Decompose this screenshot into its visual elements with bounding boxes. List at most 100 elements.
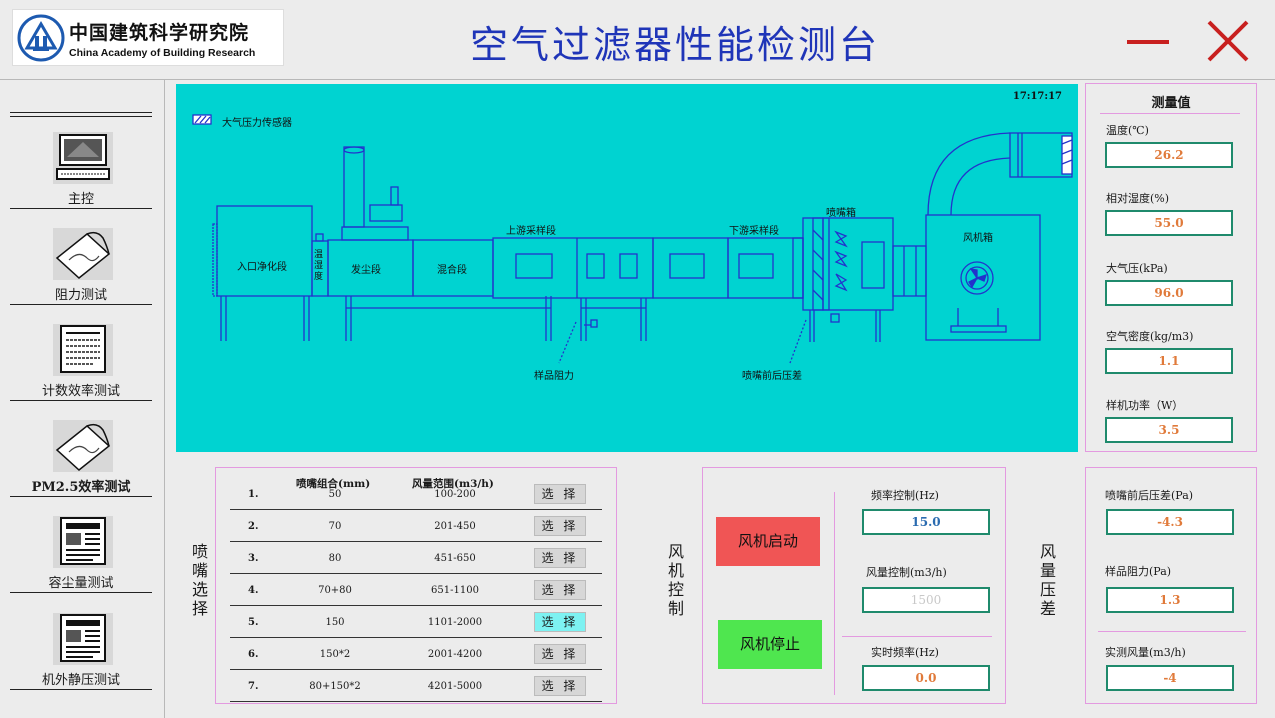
nozzle-row: 1. 50 100-200 选 择 xyxy=(230,478,602,510)
sidebar-divider xyxy=(10,689,152,690)
row-index: 6. xyxy=(248,649,259,660)
row-index: 2. xyxy=(248,521,259,532)
column-header-combo: 喷嘴组合(mm) xyxy=(296,478,371,490)
nozzle-combo: 70 xyxy=(328,521,342,532)
title-divider xyxy=(1100,113,1240,114)
close-button[interactable] xyxy=(1205,16,1251,66)
nozzle-select-button[interactable]: 选 择 xyxy=(534,644,586,664)
flow-range: 2001-4200 xyxy=(427,649,483,660)
flow-range: 100-200 xyxy=(434,489,476,500)
pressure-sensor-legend-icon xyxy=(192,114,212,125)
fan-box xyxy=(925,214,1041,341)
nozzle-pressure-diff-label: 喷嘴前后压差(Pa) xyxy=(1105,489,1194,502)
minimize-button[interactable] xyxy=(1123,18,1173,64)
nozzle-row: 5. 150 1101-2000 选 择 xyxy=(230,606,602,638)
nozzle-select-button[interactable]: 选 择 xyxy=(534,580,586,600)
fan-start-button[interactable]: 风机启动 xyxy=(716,517,820,566)
sidebar-divider xyxy=(10,400,152,401)
nozzle-combo: 70+80 xyxy=(318,585,352,596)
flow-range: 451-650 xyxy=(434,553,476,564)
pressure-divider xyxy=(1098,631,1246,632)
humidity-value: 55.0 xyxy=(1105,210,1233,236)
dust-column xyxy=(343,146,365,228)
air-density-value: 1.1 xyxy=(1105,348,1233,374)
frequency-control-input[interactable]: 15.0 xyxy=(862,509,990,535)
nozzle-select-button[interactable]: 选 择 xyxy=(534,516,586,536)
temperature-label: 温度(℃) xyxy=(1106,124,1149,137)
sidebar-item-resistance-test[interactable]: 阻力测试 xyxy=(10,228,152,324)
nozzle-select-button[interactable]: 选 择 xyxy=(534,548,586,568)
nozzle-row: 6. 150*2 2001-4200 选 择 xyxy=(230,638,602,670)
nozzle-row: 7. 80+150*2 4201-5000 选 择 xyxy=(230,670,602,702)
measured-flow-value: -4 xyxy=(1106,665,1234,691)
temperature-value: 26.2 xyxy=(1105,142,1233,168)
row-index: 5. xyxy=(248,617,259,628)
nozzle-box xyxy=(802,217,894,311)
nozzle-pressure-diff-value: -4.3 xyxy=(1106,509,1234,535)
nozzle-select-button[interactable]: 选 择 xyxy=(534,676,586,696)
sidebar-divider xyxy=(10,496,152,497)
measured-flow-label: 实测风量(m3/h) xyxy=(1105,646,1186,659)
inlet-section xyxy=(216,205,313,297)
close-icon xyxy=(1207,20,1249,62)
nozzle-row: 2. 70 201-450 选 择 xyxy=(230,510,602,542)
computer-icon xyxy=(53,132,113,184)
flow-pressure-section-label: 风量压差 xyxy=(1039,542,1056,618)
fan-box-label: 风机箱 xyxy=(963,233,993,244)
actual-frequency-value: 0.0 xyxy=(862,665,990,691)
upstream-section xyxy=(492,237,654,299)
mixing-section-label: 混合段 xyxy=(437,265,467,276)
pressure-sensor-legend-label: 大气压力传感器 xyxy=(222,118,292,129)
sample-power-label: 样机功率（W） xyxy=(1106,399,1184,412)
actual-frequency-label: 实时频率(Hz) xyxy=(871,646,939,659)
minimize-icon xyxy=(1127,40,1169,44)
logo-english-text: China Academy of Building Research xyxy=(69,47,256,59)
newspaper-icon xyxy=(53,516,113,568)
flow-range: 1101-2000 xyxy=(427,617,483,628)
duct-schematic xyxy=(192,114,1073,364)
flow-control-label: 风量控制(m3/h) xyxy=(866,566,947,579)
column-header-range: 风量范围(m3/h) xyxy=(412,478,494,490)
air-density-label: 空气密度(kg/m3) xyxy=(1106,330,1194,343)
humidity-section-label: 温湿度 xyxy=(314,250,324,282)
document-icon xyxy=(53,324,113,376)
flow-range: 201-450 xyxy=(434,521,476,532)
nozzle-combo: 80 xyxy=(328,553,342,564)
nozzle-row: 4. 70+80 651-1100 选 择 xyxy=(230,574,602,606)
nozzle-combo: 150*2 xyxy=(319,649,351,660)
flow-range: 651-1100 xyxy=(431,585,479,596)
sidebar-divider xyxy=(10,208,152,209)
app-title: 空气过滤器性能检测台 xyxy=(470,23,881,67)
nozzle-select-button[interactable]: 选 择 xyxy=(534,612,586,632)
measured-values-title: 测量值 xyxy=(1151,96,1191,111)
fan-stop-button[interactable]: 风机停止 xyxy=(718,620,822,669)
sidebar-item-main-control[interactable]: 主控 xyxy=(10,132,152,228)
flow-pressure-panel xyxy=(1085,467,1257,704)
upstream-section-label: 上游采样段 xyxy=(506,226,556,237)
frequency-control-label: 频率控制(Hz) xyxy=(871,489,939,502)
sidebar-item-static-pressure-test[interactable]: 机外静压测试 xyxy=(10,613,152,709)
nozzle-select-button[interactable]: 选 择 xyxy=(534,484,586,504)
measured-values-panel: 测量值 温度(℃) 26.2 相对湿度(%) 55.0 大气压(kPa) 96.… xyxy=(1085,83,1257,452)
sidebar-divider xyxy=(10,112,152,113)
nozzle-box-label: 喷嘴箱 xyxy=(826,208,856,219)
sidebar-divider xyxy=(10,592,152,593)
header-bar: 中国建筑科学研究院 China Academy of Building Rese… xyxy=(0,0,1275,80)
row-index: 3. xyxy=(248,553,259,564)
sidebar-item-label: 机外静压测试 xyxy=(41,673,120,688)
curve-icon xyxy=(53,228,113,280)
atmospheric-pressure-value: 96.0 xyxy=(1105,280,1233,306)
logo-chinese-text: 中国建筑科学研究院 xyxy=(69,22,250,44)
sidebar-divider xyxy=(10,304,152,305)
downstream-section-label: 下游采样段 xyxy=(729,226,779,237)
flow-control-input[interactable]: 1500 xyxy=(862,587,990,613)
cabr-logo: 中国建筑科学研究院 China Academy of Building Rese… xyxy=(12,9,284,66)
sidebar-item-label: 主控 xyxy=(67,192,94,207)
sidebar-item-count-efficiency-test[interactable]: 计数效率测试 xyxy=(10,324,152,420)
row-index: 1. xyxy=(248,489,259,500)
sidebar-item-pm25-efficiency-test[interactable]: PM2.5效率测试 xyxy=(10,420,152,516)
sidebar: 主控 阻力测试 计数效率测试 xyxy=(0,80,165,718)
sidebar-item-label: PM2.5效率测试 xyxy=(31,480,131,495)
sidebar-divider xyxy=(10,116,152,117)
sidebar-item-dust-capacity-test[interactable]: 容尘量测试 xyxy=(10,516,152,612)
